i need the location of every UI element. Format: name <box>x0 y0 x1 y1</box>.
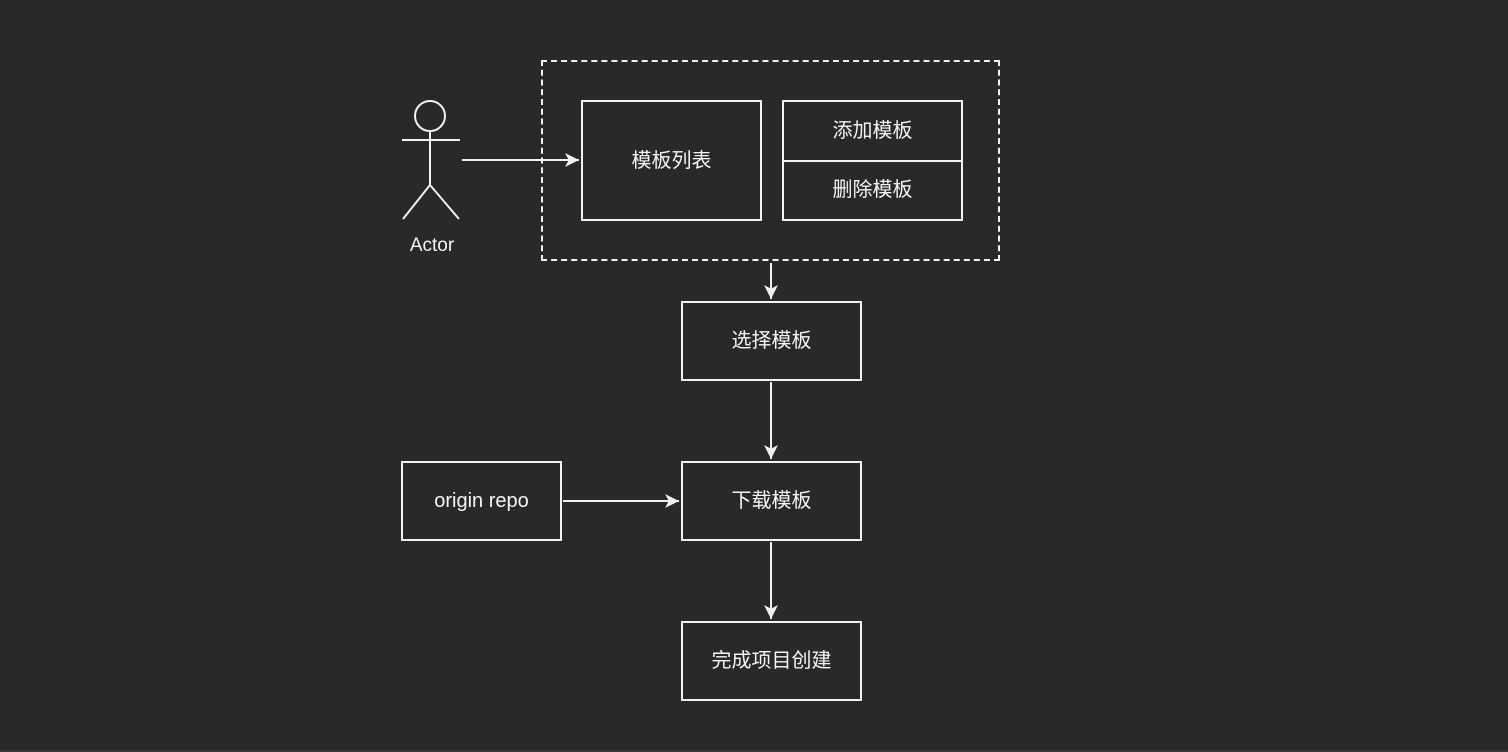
node-origin-repo: origin repo <box>401 461 562 541</box>
node-finish-project-creation-label: 完成项目创建 <box>711 650 832 672</box>
node-origin-repo-label: origin repo <box>434 490 529 512</box>
node-template-list: 模板列表 <box>581 100 762 221</box>
template-module-container <box>541 60 1000 261</box>
node-template-actions: 添加模板 删除模板 <box>782 100 963 221</box>
node-add-template: 添加模板 <box>784 102 961 162</box>
node-download-template-label: 下载模板 <box>731 490 812 512</box>
node-delete-template-label: 删除模板 <box>832 179 913 202</box>
actor-label: Actor <box>409 235 455 256</box>
node-download-template: 下载模板 <box>681 461 862 541</box>
node-delete-template: 删除模板 <box>784 162 961 220</box>
node-finish-project-creation: 完成项目创建 <box>681 621 862 701</box>
window-bottom-edge <box>0 750 1508 752</box>
actor-icon <box>402 100 460 220</box>
node-add-template-label: 添加模板 <box>832 119 913 142</box>
node-select-template: 选择模板 <box>681 301 862 381</box>
node-select-template-label: 选择模板 <box>731 330 812 352</box>
node-template-list-label: 模板列表 <box>631 149 712 172</box>
